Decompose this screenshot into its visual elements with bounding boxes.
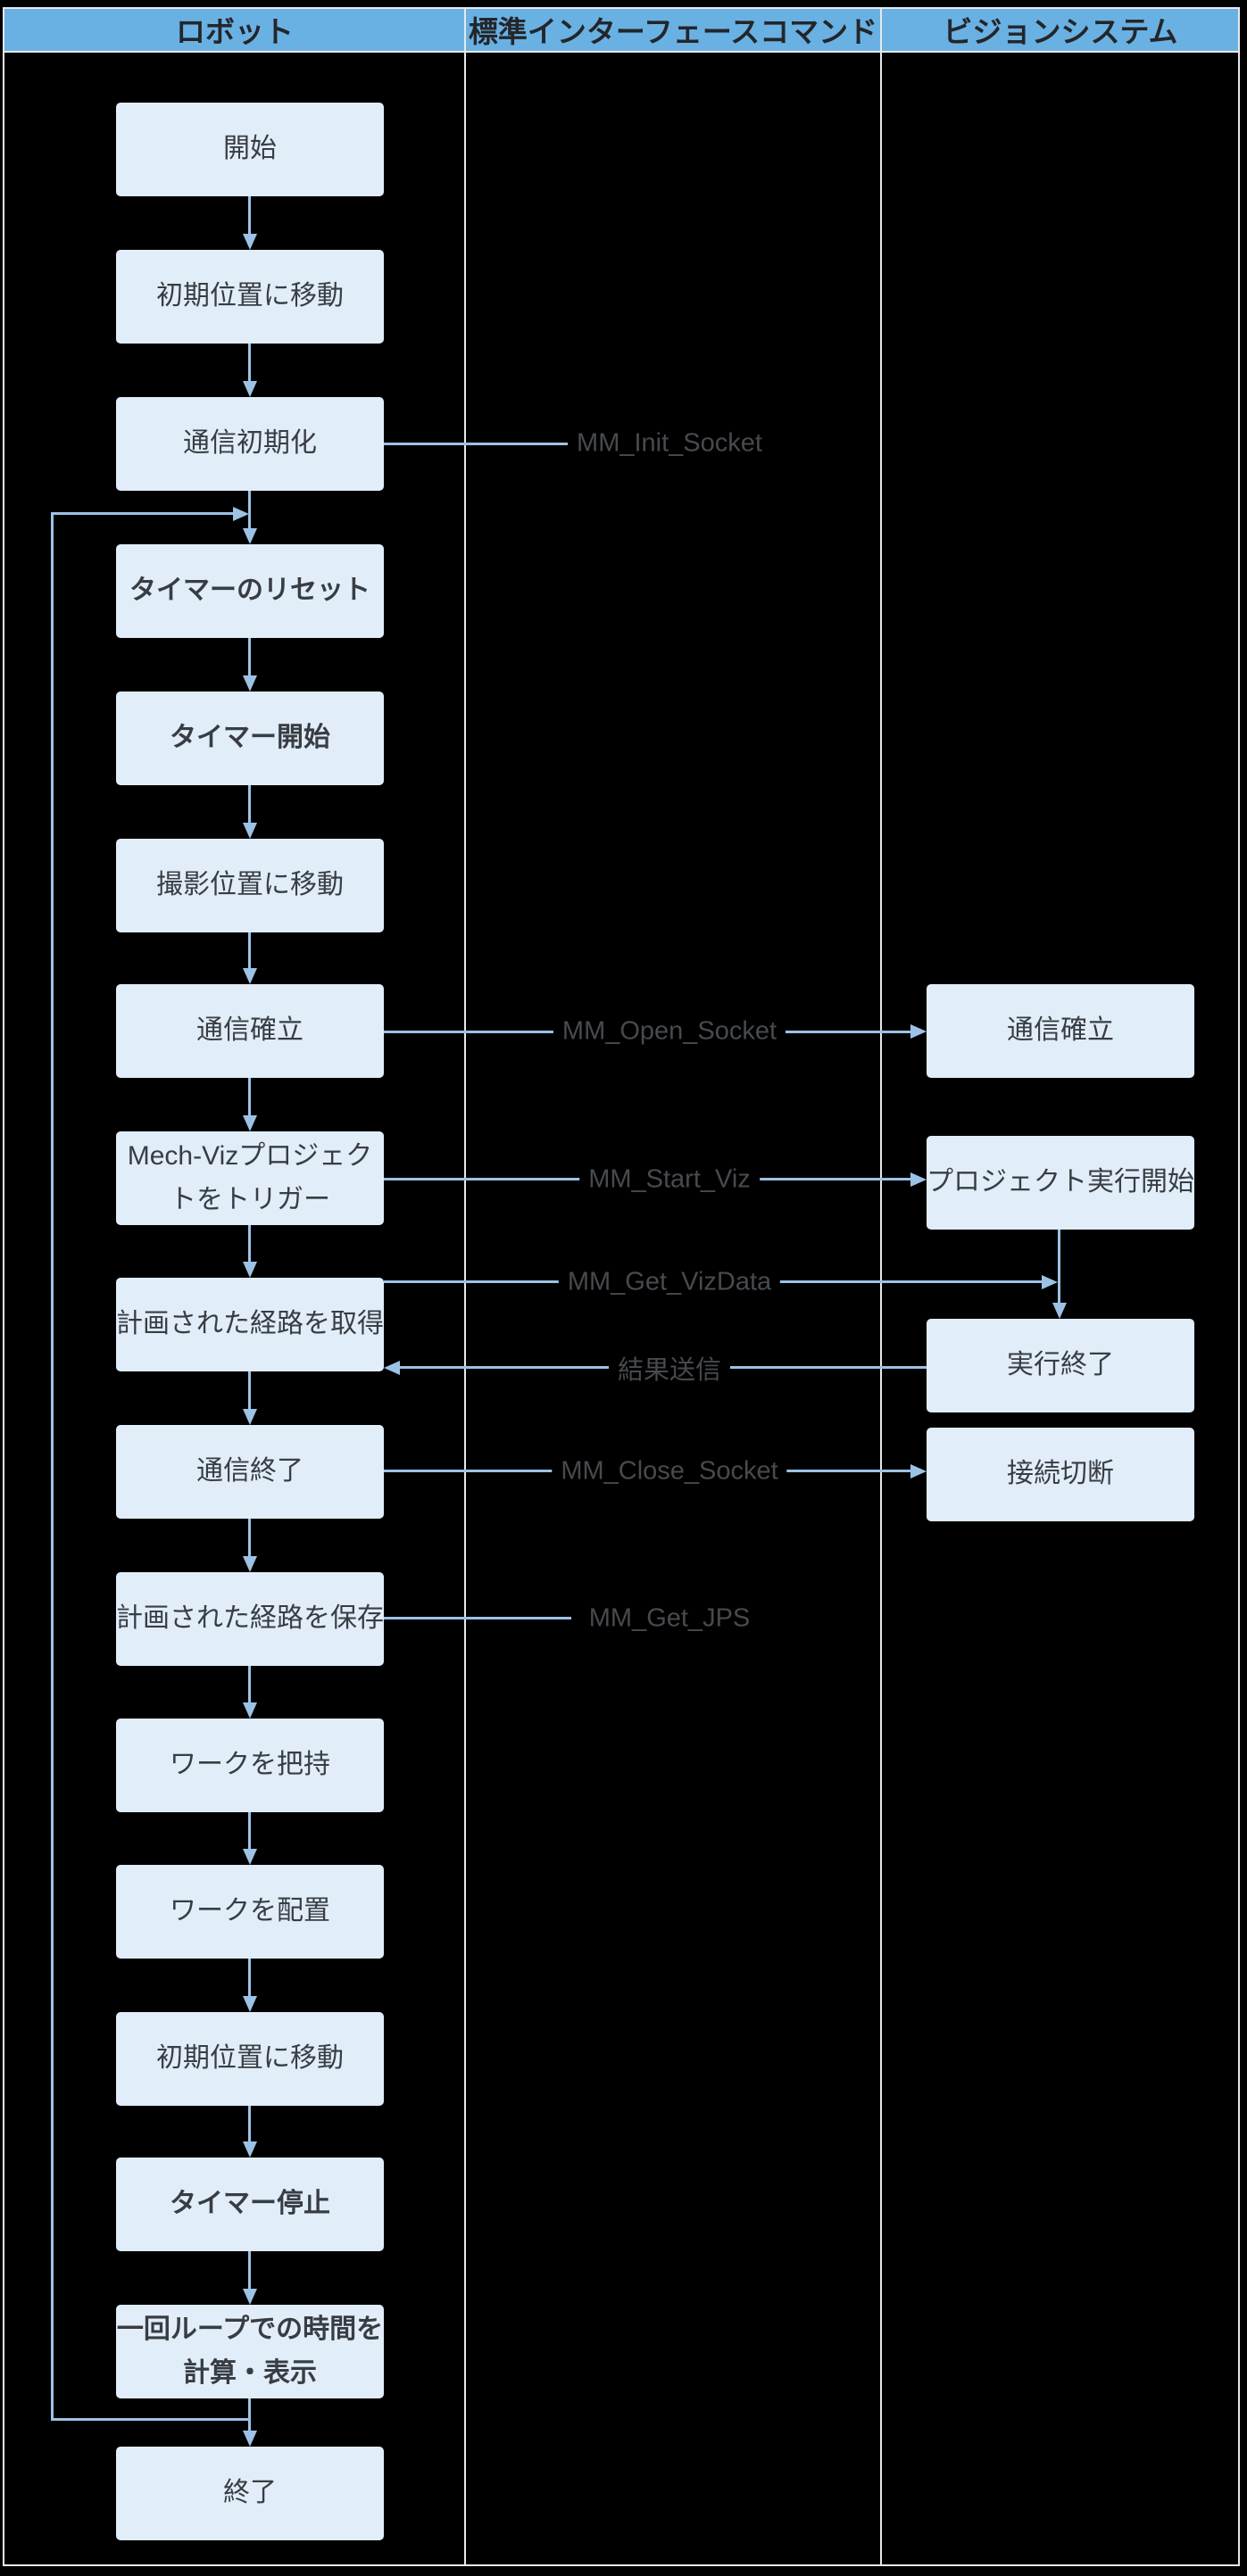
robot-step-reset-timer: タイマーのリセット [116, 544, 384, 638]
arrowhead-down-icon [243, 2289, 257, 2305]
column-header-robot: ロボット [176, 15, 294, 48]
flow-line [248, 1371, 251, 1409]
robot-step-place-workpiece: ワークを配置 [116, 1865, 384, 1959]
table-outer-border [3, 7, 1240, 2566]
flow-line [248, 2106, 251, 2141]
command-mm-init-socket: MM_Init_Socket [568, 428, 771, 459]
flow-line [248, 2398, 251, 2431]
arrowhead-down-icon [243, 2141, 257, 2158]
command-mm-get-vizdata: MM_Get_VizData [558, 1267, 781, 1297]
command-mm-get-jps: MM_Get_JPS [579, 1603, 760, 1634]
flow-line [1058, 1230, 1060, 1303]
arrowhead-down-icon [243, 1115, 257, 1131]
robot-step-move-to-initial-position: 初期位置に移動 [116, 250, 384, 344]
vision-step-establish-communication: 通信確立 [927, 984, 1194, 1078]
robot-step-move-to-initial-position-2: 初期位置に移動 [116, 2012, 384, 2106]
flow-line [248, 1666, 251, 1702]
command-result-send: 結果送信 [608, 1349, 731, 1387]
robot-step-trigger-mech-viz-project: Mech-Vizプロジェク トをトリガー [116, 1131, 384, 1225]
vision-step-disconnect: 接続切断 [927, 1428, 1194, 1521]
flow-line [248, 1959, 251, 1996]
flow-line [248, 196, 251, 234]
arrowhead-right-icon [910, 1464, 927, 1479]
arrowhead-right-icon [233, 507, 249, 521]
arrowhead-down-icon [243, 968, 257, 984]
arrowhead-down-icon [243, 1262, 257, 1278]
robot-step-establish-communication: 通信確立 [116, 984, 384, 1078]
column-divider-2 [880, 8, 882, 2565]
flow-line [248, 1812, 251, 1849]
robot-step-calc-display-loop-time: 一回ループでの時間を 計算・表示 [116, 2305, 384, 2398]
loop-entry-line [51, 512, 233, 515]
flow-line [248, 932, 251, 968]
arrowhead-down-icon [243, 1849, 257, 1865]
flow-line [248, 1519, 251, 1556]
command-mm-close-socket: MM_Close_Socket [552, 1456, 787, 1487]
robot-step-init-communication: 通信初期化 [116, 397, 384, 491]
flow-line [248, 785, 251, 823]
command-mm-start-viz: MM_Start_Viz [579, 1164, 760, 1195]
flow-line [248, 344, 251, 381]
robot-step-stop-timer: タイマー停止 [116, 2158, 384, 2251]
flow-line [248, 1078, 251, 1115]
robot-step-save-planned-path: 計画された経路を保存 [116, 1572, 384, 1666]
robot-step-move-to-capture-position: 撮影位置に移動 [116, 839, 384, 932]
mm-init-socket-line [384, 443, 571, 445]
robot-step-end: 終了 [116, 2447, 384, 2540]
robot-step-grasp-workpiece: ワークを把持 [116, 1719, 384, 1812]
mm-get-jps-line [384, 1617, 571, 1619]
arrowhead-right-icon [910, 1024, 927, 1039]
arrowhead-down-icon [1052, 1303, 1067, 1319]
header-band [3, 8, 1240, 53]
loop-left-line [51, 514, 54, 2421]
arrowhead-down-icon [243, 1702, 257, 1719]
flow-line [248, 1225, 251, 1262]
arrowhead-down-icon [243, 675, 257, 692]
arrowhead-down-icon [243, 1409, 257, 1425]
robot-step-get-planned-path: 計画された経路を取得 [116, 1278, 384, 1371]
arrowhead-down-icon [243, 2431, 257, 2447]
flow-line [248, 638, 251, 675]
robot-step-start-timer: タイマー開始 [116, 692, 384, 785]
arrowhead-down-icon [243, 1996, 257, 2012]
robot-step-end-communication: 通信終了 [116, 1425, 384, 1519]
robot-step-start: 開始 [116, 103, 384, 196]
vision-step-project-execution-start: プロジェクト実行開始 [927, 1136, 1194, 1230]
arrowhead-right-icon [910, 1172, 927, 1187]
arrowhead-down-icon [243, 823, 257, 839]
arrowhead-down-icon [243, 234, 257, 250]
column-header-vision: ビジョンシステム [943, 15, 1178, 48]
command-mm-open-socket: MM_Open_Socket [553, 1016, 786, 1047]
arrowhead-left-icon [384, 1361, 400, 1375]
arrowhead-down-icon [243, 528, 257, 544]
flow-line [248, 491, 251, 528]
column-divider-1 [464, 8, 466, 2565]
flow-line [248, 2251, 251, 2289]
column-header-commands: 標準インターフェースコマンド [468, 15, 878, 48]
vision-step-execution-finished: 実行終了 [927, 1319, 1194, 1412]
arrowhead-right-icon [1042, 1275, 1058, 1289]
loop-bottom-line [51, 2418, 250, 2421]
arrowhead-down-icon [243, 1556, 257, 1572]
arrowhead-down-icon [243, 381, 257, 397]
